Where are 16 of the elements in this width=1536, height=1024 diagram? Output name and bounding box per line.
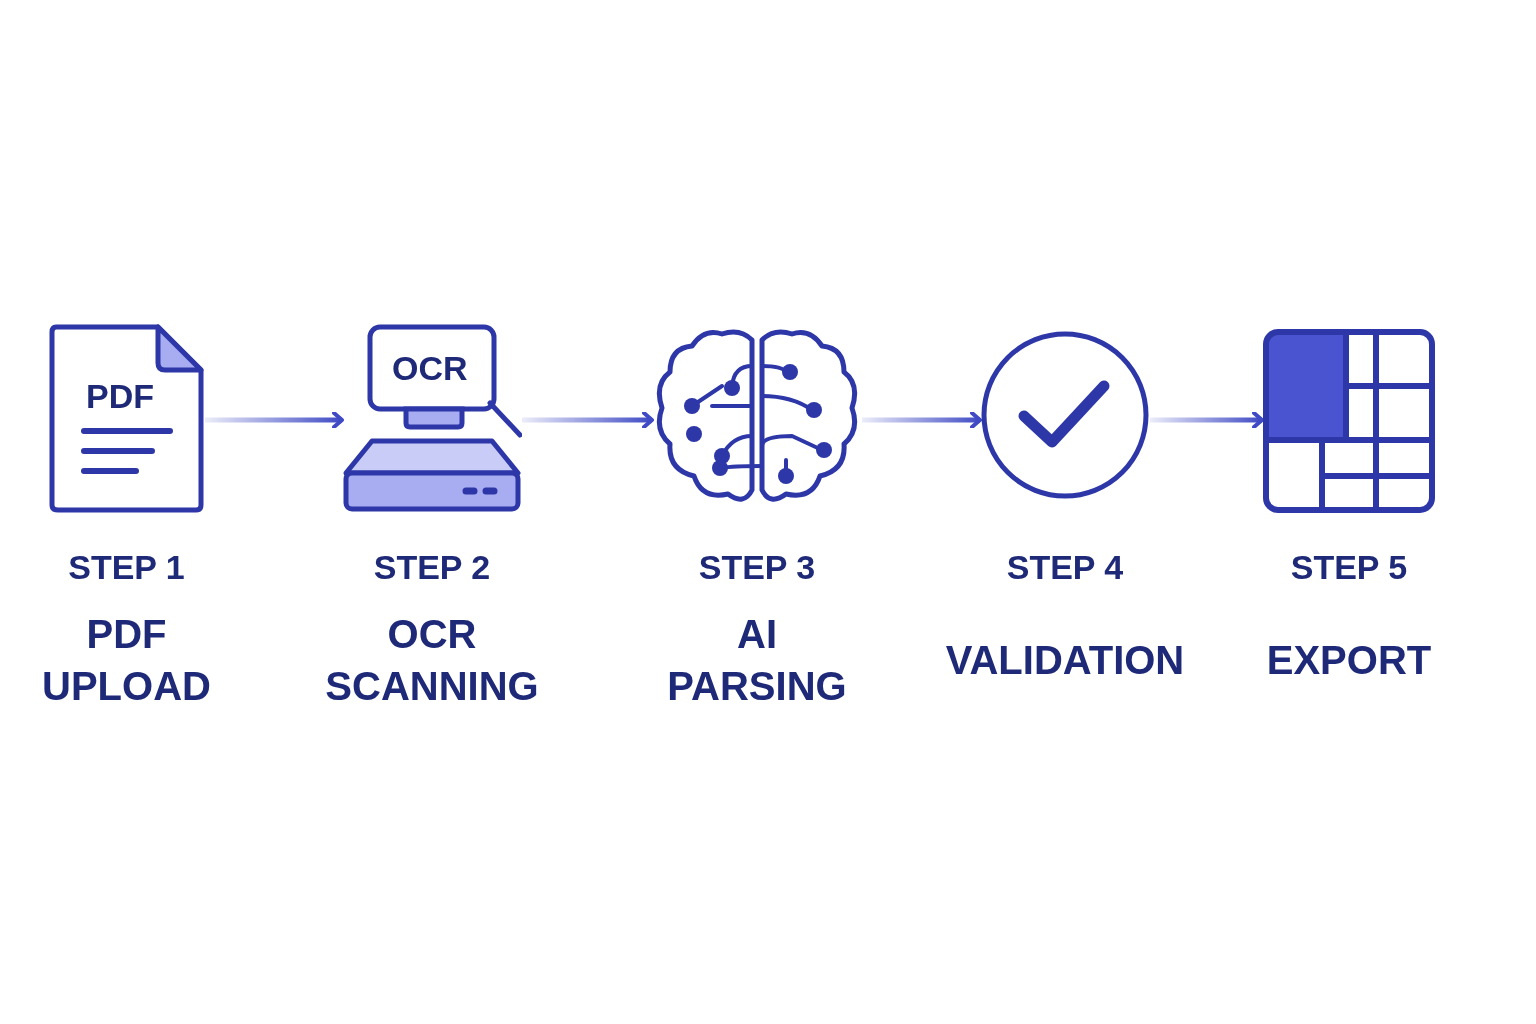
- step-label: STEP 4: [1005, 550, 1125, 584]
- arrow: [1150, 411, 1264, 429]
- step-title: EXPORT: [1266, 637, 1432, 684]
- step-label: STEP 1: [67, 550, 186, 584]
- icon-text: PDF: [86, 377, 154, 415]
- step-label: STEP 3: [697, 550, 817, 584]
- step-title: PDF UPLOAD: [41, 611, 212, 710]
- step-title: OCR SCANNING: [324, 611, 540, 710]
- step-label: STEP 2: [372, 550, 492, 584]
- arrow: [522, 411, 654, 429]
- icon-text: OCR: [392, 349, 468, 387]
- step-title: VALIDATION: [945, 637, 1185, 684]
- step-label: STEP 5: [1289, 550, 1409, 584]
- arrow: [205, 411, 344, 429]
- arrow: [862, 411, 982, 429]
- step-title: AI PARSING: [666, 611, 848, 710]
